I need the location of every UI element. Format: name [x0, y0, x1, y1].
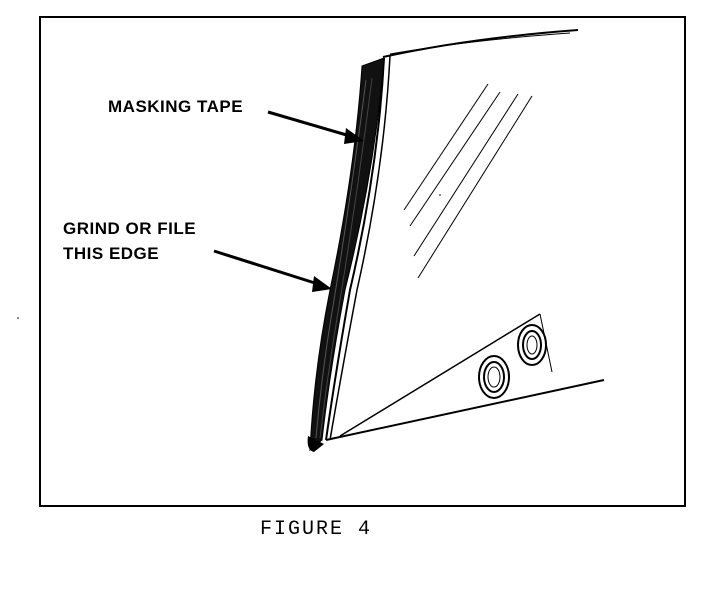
grind-edge-arrow: [213, 249, 332, 292]
masking-tape-arrow: [267, 110, 364, 144]
figure-frame: [39, 16, 686, 507]
figure-caption: FIGURE 4: [260, 518, 373, 541]
panel-top-edge: [382, 29, 579, 58]
glass-reflection-lines: [403, 83, 533, 279]
panel-bottom-tip: [307, 436, 324, 452]
mounting-hole: [478, 355, 510, 399]
glass-edge-line: [325, 57, 385, 441]
door-trim-line: [339, 313, 541, 437]
grind-edge-label: GRIND OR FILE THIS EDGE: [63, 216, 196, 266]
tape-texture-line: [319, 77, 373, 439]
masking-tape-label: MASKING TAPE: [108, 97, 244, 116]
door-bottom-edge: [325, 379, 605, 441]
speck: [439, 194, 441, 196]
mounting-hole: [517, 324, 547, 366]
grind-edge-label-line1: GRIND OR FILE: [63, 219, 197, 238]
glass-edge-line: [329, 55, 391, 441]
speck: [17, 317, 19, 319]
grind-edge-label-line2: THIS EDGE: [63, 244, 160, 263]
panel-top-edge-inner: [389, 32, 571, 55]
